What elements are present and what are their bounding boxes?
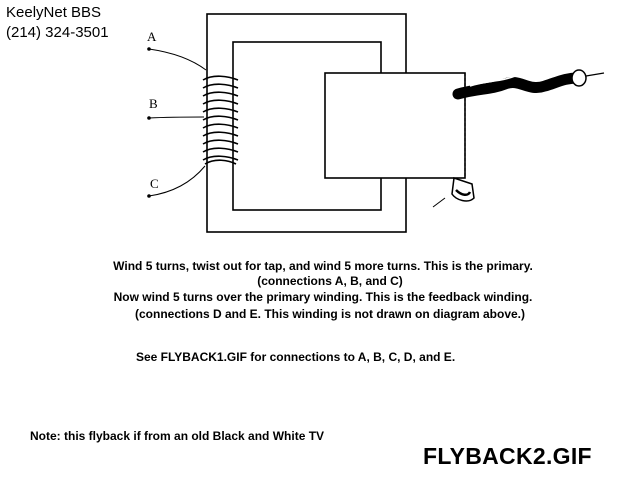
winding-lug-fold: [455, 189, 472, 196]
see-also-note: See FLYBACK1.GIF for connections to A, B…: [136, 350, 456, 364]
terminal-c: [147, 194, 151, 198]
hv-lead-cap: [571, 69, 587, 87]
terminal-a: [147, 47, 151, 51]
hv-lead-highlight: [469, 73, 556, 87]
label-a: A: [147, 29, 157, 44]
instruction-line-4: (connections D and E. This winding is no…: [134, 307, 526, 321]
instruction-line-2: (connections A, B, and C): [257, 274, 403, 288]
winding-lug-pointer: [432, 197, 446, 208]
lead-wire-a: [148, 48, 207, 71]
label-b: B: [149, 96, 158, 111]
terminal-b: [147, 116, 151, 120]
filename-label: FLYBACK2.GIF: [423, 443, 592, 469]
hv-lead-cable: [452, 72, 584, 100]
instruction-line-3: Now wind 5 turns over the primary windin…: [113, 290, 533, 304]
label-c: C: [150, 176, 159, 191]
source-note: Note: this flyback if from an old Black …: [30, 429, 325, 443]
primary-coil: [202, 75, 239, 165]
instruction-line-1: Wind 5 turns, twist out for tap, and win…: [113, 259, 533, 273]
bbs-phone: (214) 324-3501: [6, 24, 109, 41]
bbs-name: KeelyNet BBS: [6, 4, 102, 21]
lead-wire-b: [148, 116, 205, 119]
secondary-winding-box: [324, 72, 466, 179]
winding-lug: [451, 176, 475, 202]
hv-lead-wire: [585, 72, 605, 77]
lead-wire-c: [148, 165, 206, 197]
